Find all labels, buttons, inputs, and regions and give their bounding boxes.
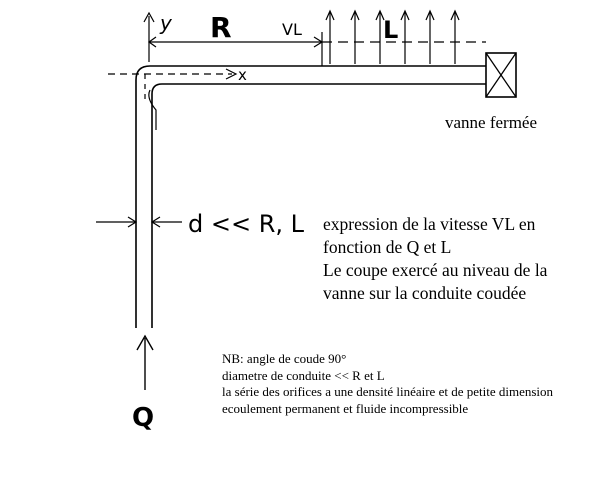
inlet-flow-arrow — [136, 334, 154, 390]
R-label: R — [210, 11, 232, 44]
VL-label: VL — [282, 20, 302, 39]
diameter-arrows — [96, 216, 182, 228]
problem-statement: expression de la vitesse VL en fonction … — [323, 213, 547, 305]
closed-valve-icon — [485, 52, 517, 98]
orifice-jets — [325, 9, 460, 64]
pipe-inner-wall — [151, 83, 486, 328]
note-line: ecoulement permanent et fluide incompres… — [222, 400, 469, 416]
Q-label: Q — [132, 403, 154, 433]
x-axis-label: x — [238, 66, 247, 84]
jet-arrow — [350, 9, 360, 64]
problem-line: fonction de Q et L — [323, 237, 452, 257]
problem-line: expression de la vitesse VL en — [323, 214, 536, 234]
note-line: la série des orifices a une densité liné… — [222, 384, 554, 399]
jet-arrow — [325, 9, 335, 64]
jet-arrow — [450, 9, 460, 64]
pipe-outer-wall — [135, 65, 486, 328]
d-condition-label: d << R, L — [188, 210, 305, 238]
jet-arrow — [400, 9, 410, 64]
jet-arrow — [375, 9, 385, 64]
assumptions-notes: NB: angle de coude 90° diametre de condu… — [222, 351, 553, 417]
note-line: diametre de conduite << R et L — [222, 367, 385, 383]
L-label: L — [383, 16, 398, 44]
problem-line: Le coupe exercé au niveau de la — [323, 260, 548, 280]
problem-line: vanne sur la conduite coudée — [323, 283, 527, 303]
y-axis — [143, 11, 155, 62]
y-axis-label: y — [159, 11, 173, 35]
x-axis — [108, 68, 238, 80]
valve-caption: vanne fermée — [445, 113, 538, 132]
elbow-curve-mark — [148, 89, 157, 130]
note-line: NB: angle de coude 90° — [222, 351, 347, 366]
jet-arrow — [425, 9, 435, 64]
